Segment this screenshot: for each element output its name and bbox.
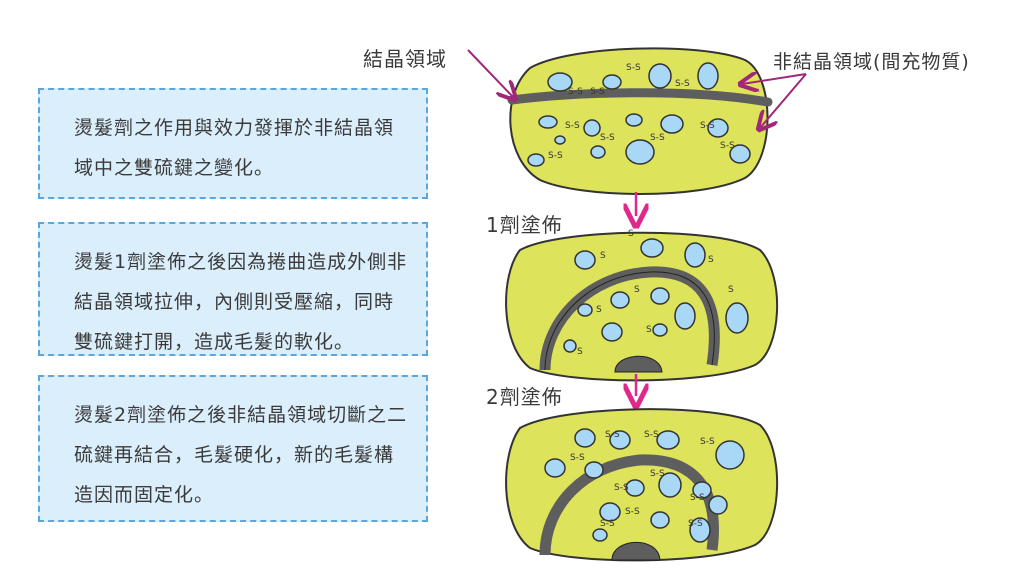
cells-group-2: S S S S S S S S [563, 229, 749, 357]
panel-initial: S-S S-S S-S S-S S-S S-S S-S S-S S-S S-S [507, 47, 773, 195]
protein-cell [625, 139, 655, 165]
bond-label: S [577, 347, 583, 357]
protein-cell [625, 113, 643, 127]
core-3 [611, 541, 661, 561]
protein-cell [601, 322, 623, 342]
protein-cell [658, 472, 682, 498]
panel-step1: S S S S S S S S [505, 229, 778, 382]
protein-cell [674, 302, 696, 330]
bond-label: S-S [625, 507, 640, 517]
bond-label: S-S [650, 469, 665, 479]
box-2-text: 燙髮1劑塗佈之後因為捲曲造成外側非結晶領域拉伸，內側則受壓縮，同時雙硫鍵打開，造… [74, 251, 408, 353]
amorphous-label: 非結晶領域(間充物質) [773, 51, 970, 73]
bond-label: S-S [644, 430, 659, 440]
bond-label: S-S [590, 87, 605, 97]
protein-cell [729, 144, 751, 164]
protein-cell [689, 517, 711, 543]
text-box-2: 燙髮1劑塗佈之後因為捲曲造成外側非結晶領域拉伸，內側則受壓縮，同時雙硫鍵打開，造… [38, 222, 428, 356]
bond-label: S [596, 305, 602, 315]
protein-cell [602, 74, 622, 90]
bond-label: S-S [568, 87, 583, 97]
protein-cell [583, 119, 601, 137]
protein-cell [715, 440, 745, 470]
cells-group-3: S-S S-S S-S S-S S-S S-S S-S S-S S-S S-S [544, 428, 745, 543]
protein-cell [574, 428, 596, 448]
protein-cell [652, 323, 668, 337]
text-box-1: 燙髮劑之作用與效力發揮於非結晶領域中之雙硫鍵之變化。 [38, 88, 428, 199]
text-box-3: 燙髮2劑塗佈之後非結晶領域切斷之二硫鍵再結合，毛髮硬化，新的毛髮構造因而固定化。 [38, 375, 428, 522]
protein-cell [610, 291, 630, 309]
bond-label: S [634, 285, 640, 295]
bond-label: S-S [688, 519, 703, 529]
bond-label: S-S [614, 483, 629, 493]
protein-cell [684, 242, 706, 268]
crystalline-pointer [467, 49, 514, 98]
bond-label: S [628, 229, 634, 239]
protein-cell [584, 461, 604, 479]
protein-cell [609, 430, 631, 450]
protein-cell [650, 287, 670, 305]
amorphous-pointer-1 [742, 74, 807, 84]
protein-cell [547, 72, 573, 92]
bond-label: S-S [600, 519, 615, 529]
step1-label: 1劑塗佈 [486, 213, 563, 237]
bond-label: S [728, 285, 734, 295]
box-1-text: 燙髮劑之作用與效力發揮於非結晶領域中之雙硫鍵之變化。 [74, 117, 395, 179]
protein-cell [660, 114, 684, 134]
bond-label: S-S [675, 79, 690, 89]
protein-cell [527, 153, 545, 167]
protein-cell [577, 303, 593, 317]
protein-cell [725, 302, 749, 334]
bond-label: S-S [605, 430, 620, 440]
protein-cell [574, 250, 596, 270]
protein-cell [599, 502, 621, 522]
crystalline-band-2-inner [544, 271, 715, 371]
crystalline-band-1 [507, 88, 773, 107]
bond-label: S-S [700, 121, 715, 131]
cells-group-1: S-S S-S S-S S-S S-S S-S S-S S-S S-S S-S [527, 62, 751, 167]
bond-label: S [646, 325, 652, 335]
bond-label: S-S [600, 133, 615, 143]
protein-cell [590, 145, 606, 159]
crystalline-label: 結晶領域 [363, 47, 447, 71]
core-2 [614, 355, 663, 373]
amorphous-pointer-2 [760, 73, 807, 128]
bond-label: S [600, 251, 606, 261]
protein-cell [708, 495, 728, 515]
bond-label: S-S [650, 133, 665, 143]
panel-step2: S-S S-S S-S S-S S-S S-S S-S S-S S-S S-S [505, 408, 779, 562]
bond-label: S-S [720, 141, 735, 151]
protein-cell [544, 458, 566, 478]
protein-cell [656, 430, 680, 450]
box-3-text: 燙髮2劑塗佈之後非結晶領域切斷之二硫鍵再結合，毛髮硬化，新的毛髮構造因而固定化。 [74, 404, 408, 506]
bond-label: S-S [690, 493, 705, 503]
protein-cell [563, 339, 577, 353]
step2-label: 2劑塗佈 [486, 385, 563, 409]
protein-cell [625, 479, 645, 497]
bond-label: S [708, 255, 714, 265]
bond-label: S-S [565, 121, 580, 131]
protein-cell [592, 528, 608, 542]
protein-cell [692, 481, 712, 499]
bond-label: S-S [626, 63, 641, 73]
protein-cell [648, 63, 672, 89]
protein-cell [650, 511, 670, 529]
protein-cell [554, 135, 566, 145]
protein-cell [538, 115, 558, 129]
bond-label: S-S [570, 453, 585, 463]
protein-cell [697, 62, 719, 90]
bond-label: S-S [700, 437, 715, 447]
protein-cell [640, 238, 664, 258]
bond-label: S-S [548, 151, 563, 161]
protein-cell [707, 118, 729, 138]
